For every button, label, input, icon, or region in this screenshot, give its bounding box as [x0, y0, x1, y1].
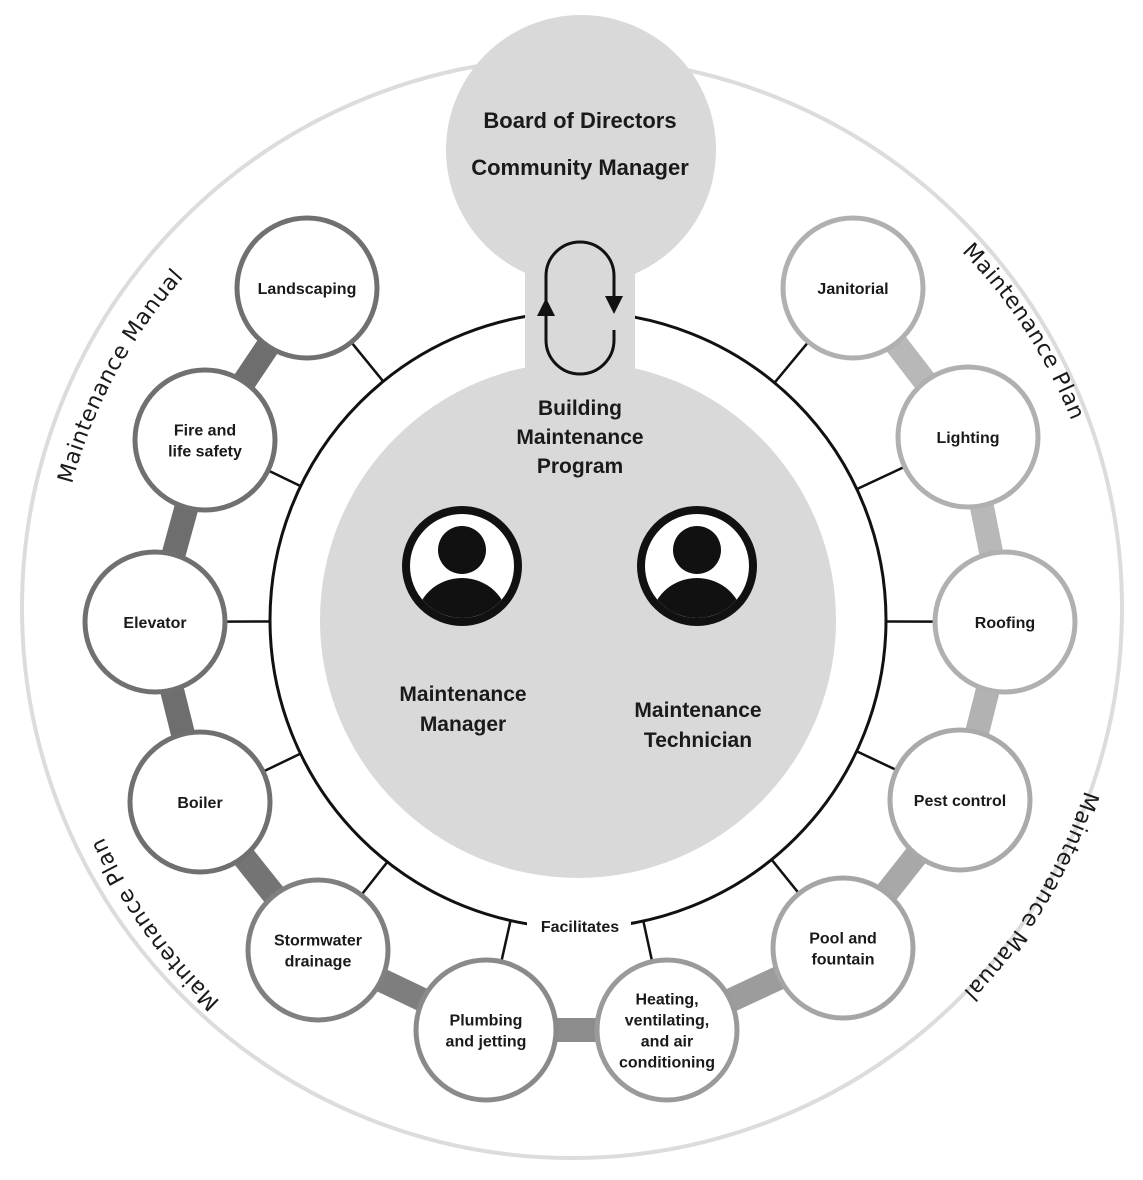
service-node-circle — [895, 364, 1041, 510]
spoke-line — [360, 861, 389, 896]
service-node: Heating, ventilating, and air conditioning — [594, 957, 740, 1103]
service-node-label: Elevator — [123, 615, 186, 632]
service-node: Plumbing and jetting — [413, 957, 559, 1103]
service-node-circle — [594, 957, 740, 1103]
service-node: Pool and fountain — [770, 875, 916, 1021]
service-node-label: Landscaping — [258, 281, 357, 298]
service-node-label: and jetting — [446, 1034, 527, 1051]
service-node: Elevator — [82, 549, 228, 695]
service-node-label: Lighting — [936, 430, 999, 447]
governance-circle — [446, 15, 716, 285]
spoke-line — [856, 750, 898, 772]
board-of-directors-label: Board of Directors — [483, 108, 676, 133]
service-node: Boiler — [127, 729, 273, 875]
facilitates-background — [527, 910, 631, 938]
manager-person-icon — [402, 506, 522, 626]
spoke-line — [262, 752, 302, 773]
service-node-circle — [887, 727, 1033, 873]
maintenance-technician-line-1: Maintenance — [634, 699, 761, 722]
spokes — [224, 341, 936, 962]
maintenance-technician-line-2: Technician — [644, 729, 752, 752]
service-node-label: Fire and — [174, 423, 236, 440]
service-node: Janitorial — [780, 215, 926, 361]
community-manager-label: Community Manager — [471, 155, 689, 180]
program-title-line-3: Program — [537, 455, 623, 478]
service-node-label: Heating, — [635, 992, 698, 1009]
service-node-label: Janitorial — [817, 281, 888, 298]
service-node: Roofing — [932, 549, 1078, 695]
service-node-circle — [413, 957, 559, 1103]
program-title-line-2: Maintenance — [516, 426, 643, 449]
service-node: Stormwater drainage — [245, 877, 391, 1023]
service-node-label: fountain — [811, 952, 874, 969]
service-node-label: Plumbing — [450, 1013, 523, 1030]
service-node-label: life safety — [168, 444, 242, 461]
spoke-line — [642, 920, 654, 962]
spoke-line — [770, 858, 800, 895]
service-node-label: Roofing — [975, 615, 1035, 632]
service-node: Fire and life safety — [132, 367, 278, 513]
spoke-line — [267, 469, 302, 488]
service-node-circle — [932, 549, 1078, 695]
service-node-label: Boiler — [177, 795, 222, 812]
spoke-line — [350, 341, 385, 383]
spoke-line — [773, 341, 810, 384]
service-node-circle — [127, 729, 273, 875]
service-node-label: drainage — [285, 954, 352, 971]
service-node: Lighting — [895, 364, 1041, 510]
service-node-circle — [245, 877, 391, 1023]
service-node-label: Pool and — [809, 931, 877, 948]
service-node-circle — [132, 367, 278, 513]
service-node-circle — [234, 215, 380, 361]
service-node-circle — [770, 875, 916, 1021]
spoke-line — [856, 465, 906, 491]
service-node: Landscaping — [234, 215, 380, 361]
program-fill — [320, 362, 836, 878]
service-node-label: and air — [641, 1034, 693, 1051]
spoke-line — [500, 920, 512, 962]
service-node-label: ventilating, — [625, 1013, 709, 1030]
service-node-label: Pest control — [914, 793, 1006, 810]
service-node-label: Stormwater — [274, 933, 362, 950]
service-node-circle — [780, 215, 926, 361]
facilitates-label: Facilitates — [541, 919, 619, 936]
cycle-arrows-icon — [537, 240, 623, 376]
service-node-label: conditioning — [619, 1055, 715, 1072]
maintenance-manager-line-1: Maintenance — [399, 683, 526, 706]
program-title-line-1: Building — [538, 397, 622, 420]
technician-person-icon — [637, 506, 757, 626]
service-node: Pest control — [887, 727, 1033, 873]
service-node-circle — [82, 549, 228, 695]
maintenance-manager-line-2: Manager — [420, 713, 506, 736]
